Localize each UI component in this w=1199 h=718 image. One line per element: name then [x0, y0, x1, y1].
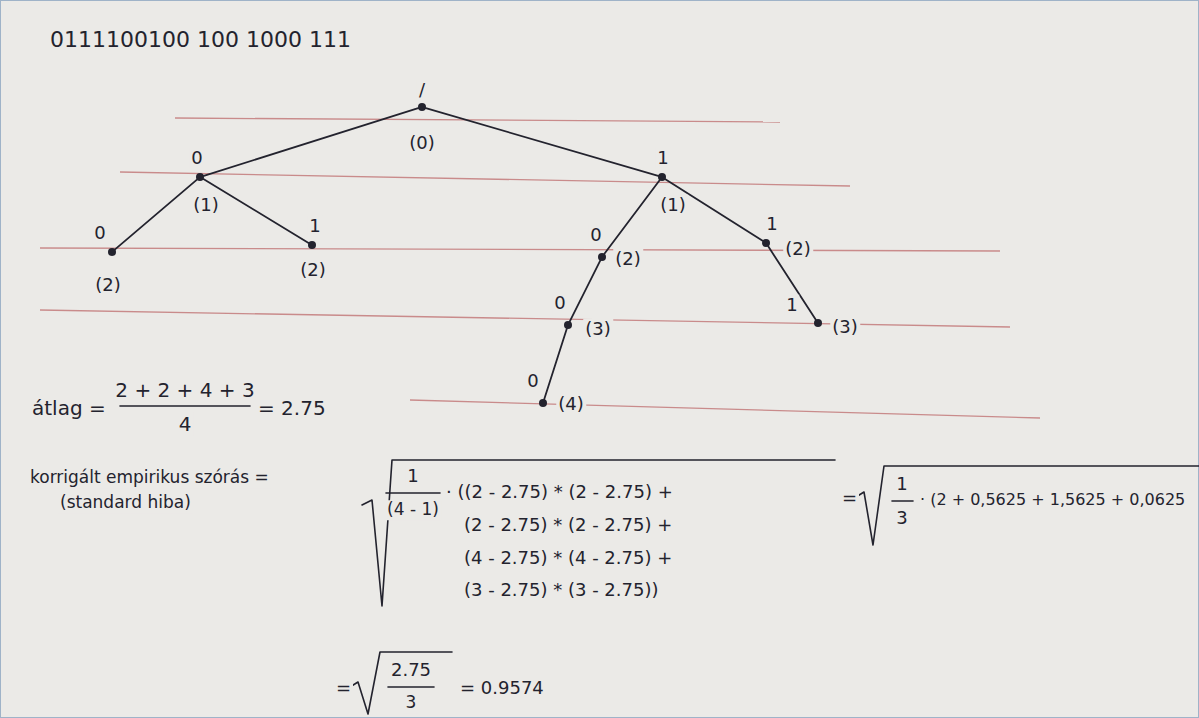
- depth-label: (3): [583, 319, 613, 340]
- formula-text: (4 - 2.75) * (4 - 2.75) +: [462, 548, 674, 569]
- tree-node: /(0): [418, 103, 426, 111]
- depth-label: (4): [556, 394, 586, 415]
- branch-bit: 0: [588, 225, 603, 246]
- formula-text: 1: [405, 466, 420, 487]
- fraction-bar: [386, 492, 440, 494]
- branch-bit: 1: [784, 295, 799, 316]
- ruled-lines: [40, 118, 1040, 418]
- root-sign: [856, 466, 1199, 545]
- formula-text: · (2 + 0,5625 + 1,5625 + 0,0625: [918, 491, 1187, 509]
- formula-text: = 2.75: [256, 397, 328, 420]
- fraction-bar: [388, 686, 434, 688]
- fraction-bar: [120, 405, 250, 407]
- depth-label: (3): [830, 317, 860, 338]
- depth-label: (1): [658, 195, 688, 216]
- formula-text: =: [840, 488, 859, 509]
- formula-text: (2 - 2.75) * (2 - 2.75) +: [462, 515, 674, 536]
- depth-label: (2): [298, 260, 328, 281]
- depth-label: (1): [191, 195, 221, 216]
- tree-branch: [426, 108, 658, 176]
- formula-text: (standard hiba): [58, 493, 193, 513]
- tree-branch: [570, 261, 600, 322]
- tree-node: 0(1): [196, 173, 204, 181]
- ruled-line: [120, 172, 850, 186]
- depth-label: (2): [93, 275, 123, 296]
- branch-bit: 1: [764, 214, 779, 235]
- formula-text: 3: [894, 508, 909, 529]
- formula-text: = 0.9574: [458, 678, 546, 699]
- ruled-line: [40, 248, 1000, 251]
- formula-text: · ((2 - 2.75) * (2 - 2.75) +: [444, 482, 675, 503]
- depth-label: (2): [613, 249, 643, 270]
- root-sign: [350, 652, 452, 714]
- tree-branch: [115, 180, 197, 250]
- formula-text: 4: [177, 413, 194, 436]
- branch-bit: 0: [552, 293, 567, 314]
- branch-bit: 0: [525, 371, 540, 392]
- ruled-line: [40, 310, 1010, 327]
- fraction-bar: [892, 500, 913, 502]
- root-sign: [362, 460, 835, 606]
- formula-text: korrigált empirikus szórás =: [28, 468, 271, 488]
- formula-text: 0111100100 100 1000 111: [48, 27, 353, 52]
- tree-node: 0(2): [108, 248, 116, 256]
- formula-text: 2 + 2 + 4 + 3: [113, 379, 256, 402]
- ruled-line: [410, 400, 1040, 418]
- tree-node: 1(2): [762, 239, 770, 247]
- tree-node: 0(2): [598, 253, 606, 261]
- tree-branch: [604, 180, 659, 254]
- ruled-line: [175, 118, 780, 122]
- branch-bit: 0: [92, 223, 107, 244]
- formula-text: =: [334, 678, 353, 699]
- formula-text: 1: [894, 474, 909, 495]
- tree-node: 1(1): [658, 173, 666, 181]
- branch-bit: /: [417, 80, 427, 101]
- formula-text: átlag =: [30, 397, 108, 420]
- depth-label: (2): [783, 239, 813, 260]
- branch-bit: 0: [189, 148, 204, 169]
- formula-text: 3: [404, 693, 419, 713]
- tree-node: 0(3): [564, 321, 572, 329]
- branch-bit: 1: [655, 148, 670, 169]
- tree-node: 1(3): [814, 319, 822, 327]
- formula-text: 2.75: [389, 660, 433, 681]
- depth-label: (0): [407, 133, 437, 154]
- tree-node: 0(4): [539, 399, 547, 407]
- branch-bit: 1: [307, 216, 322, 237]
- tree-branch: [204, 108, 418, 176]
- math-strokes: [120, 406, 1199, 714]
- formula-text: (3 - 2.75) * (3 - 2.75)): [462, 580, 661, 601]
- formula-text: (4 - 1): [385, 500, 441, 520]
- tree-branch: [544, 329, 567, 399]
- tree-node: 1(2): [308, 241, 316, 249]
